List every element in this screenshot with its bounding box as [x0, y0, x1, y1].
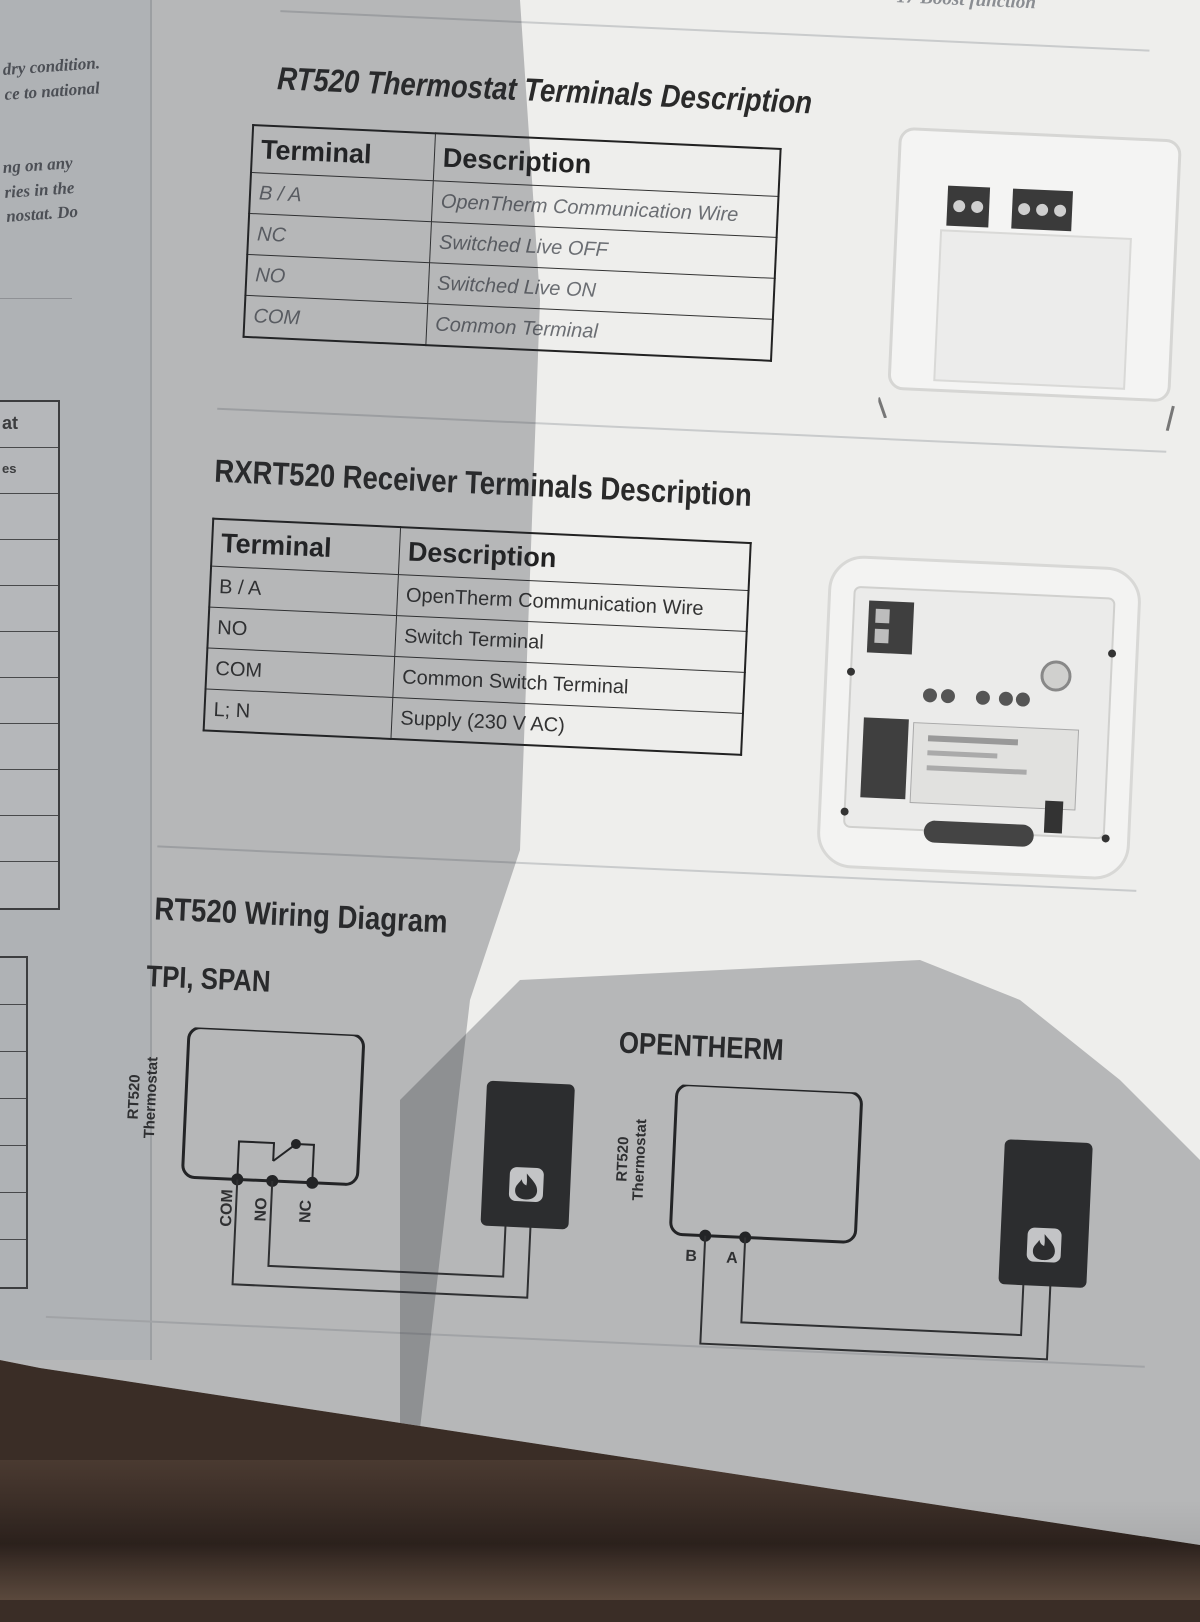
- wiring-diagram-title: RT520 Wiring Diagram: [153, 890, 449, 940]
- left-table-cell: [0, 770, 58, 816]
- tpi-span-label: TPI, SPAN: [145, 960, 272, 999]
- thermostat-terminals-table: Terminal Description B / A OpenTherm Com…: [242, 123, 782, 362]
- left-table-cell: [0, 724, 58, 770]
- left-divider: [0, 298, 72, 299]
- left-table-lower: [0, 956, 28, 1289]
- left-table-cell: [0, 816, 58, 862]
- page-header: 17 Boost function: [896, 0, 1036, 14]
- receiver-image: [817, 555, 1141, 880]
- left-table-cell: [0, 1099, 26, 1146]
- receiver-terminals-table: Terminal Description B / A OpenTherm Com…: [202, 517, 752, 756]
- left-table-cell: [0, 1005, 26, 1052]
- pin-label-com: COM: [217, 1188, 237, 1228]
- flame-icon: [508, 1167, 544, 1202]
- pin-label-nc: NC: [296, 1199, 315, 1224]
- pin-label-no: NO: [252, 1197, 271, 1222]
- left-table-cell: [0, 958, 26, 1005]
- tpi-span-diagram: [181, 1026, 575, 1299]
- column-header: Terminal: [211, 518, 401, 575]
- thermostat-backplate-image: [877, 127, 1182, 432]
- rt520-device-label: RT520 Thermostat: [124, 1052, 163, 1143]
- rt520-device-label: RT520 Thermostat: [612, 1114, 651, 1205]
- left-table-cell: [0, 494, 58, 540]
- flame-icon: [1026, 1227, 1062, 1263]
- terminal-cell: COM: [243, 295, 428, 346]
- receiver-terminals-title: RXRT520 Receiver Terminals Description: [213, 452, 753, 514]
- left-table-cell: [0, 586, 58, 632]
- left-table-cell: [0, 632, 58, 678]
- column-header: Terminal: [251, 125, 436, 181]
- left-table-cell: [0, 678, 58, 724]
- left-table-cell: at: [0, 402, 58, 448]
- left-table-cell: [0, 1146, 26, 1193]
- pin-label-a: A: [725, 1249, 739, 1268]
- left-table: at es: [0, 400, 60, 910]
- boiler-box: [480, 1080, 575, 1230]
- terminal-cell: L; N: [203, 688, 393, 739]
- pin-label-b: B: [684, 1247, 698, 1266]
- left-table-cell: [0, 540, 58, 586]
- left-page: dry condition. ce to national ng on any …: [0, 0, 152, 1360]
- thermostat-terminals-title: RT520 Thermostat Terminals Description: [276, 60, 813, 121]
- left-table-cell: es: [0, 448, 58, 494]
- top-divider: [280, 10, 1150, 52]
- opentherm-label: OPENTHERM: [618, 1026, 785, 1068]
- left-table-cell: [0, 1052, 26, 1099]
- opentherm-diagram: [669, 1083, 1093, 1361]
- left-table-cell: [0, 1193, 26, 1240]
- boiler-box: [998, 1139, 1093, 1288]
